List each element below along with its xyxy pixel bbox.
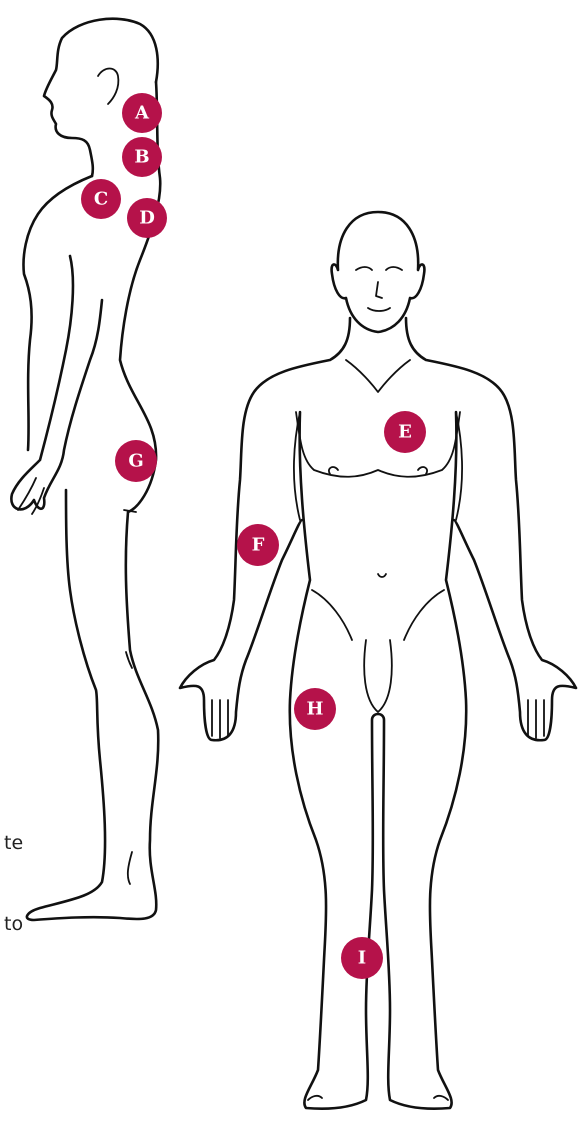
- marker-f-label: F: [252, 535, 265, 556]
- marker-a[interactable]: A: [122, 93, 162, 133]
- clipped-text-line-2: to: [4, 913, 23, 935]
- marker-g[interactable]: G: [115, 440, 157, 482]
- front-face-detail: [356, 267, 402, 311]
- marker-c[interactable]: C: [81, 179, 121, 219]
- front-arm-detail: [212, 412, 544, 1100]
- marker-c-label: C: [94, 189, 108, 210]
- front-view-figure: [180, 212, 576, 1109]
- side-ear: [98, 69, 118, 105]
- marker-d[interactable]: D: [127, 198, 167, 238]
- marker-g-label: G: [128, 451, 143, 472]
- marker-f[interactable]: F: [237, 524, 279, 566]
- side-arm: [11, 256, 102, 509]
- marker-a-label: A: [134, 103, 150, 124]
- marker-d-label: D: [139, 208, 155, 229]
- front-body-outline: [180, 318, 576, 740]
- front-head-outline: [332, 212, 425, 332]
- marker-i-label: I: [358, 948, 366, 969]
- marker-e[interactable]: E: [384, 411, 426, 453]
- side-front-torso: [24, 176, 92, 450]
- front-torso-legs: [290, 412, 466, 1109]
- marker-i[interactable]: I: [341, 937, 383, 979]
- marker-b[interactable]: B: [122, 137, 162, 177]
- marker-e-label: E: [398, 422, 412, 443]
- marker-h-label: H: [306, 699, 323, 720]
- marker-b-label: B: [134, 147, 149, 168]
- clipped-text-line-1: te: [4, 832, 23, 854]
- front-chest-detail: [296, 360, 460, 712]
- marker-h[interactable]: H: [294, 688, 336, 730]
